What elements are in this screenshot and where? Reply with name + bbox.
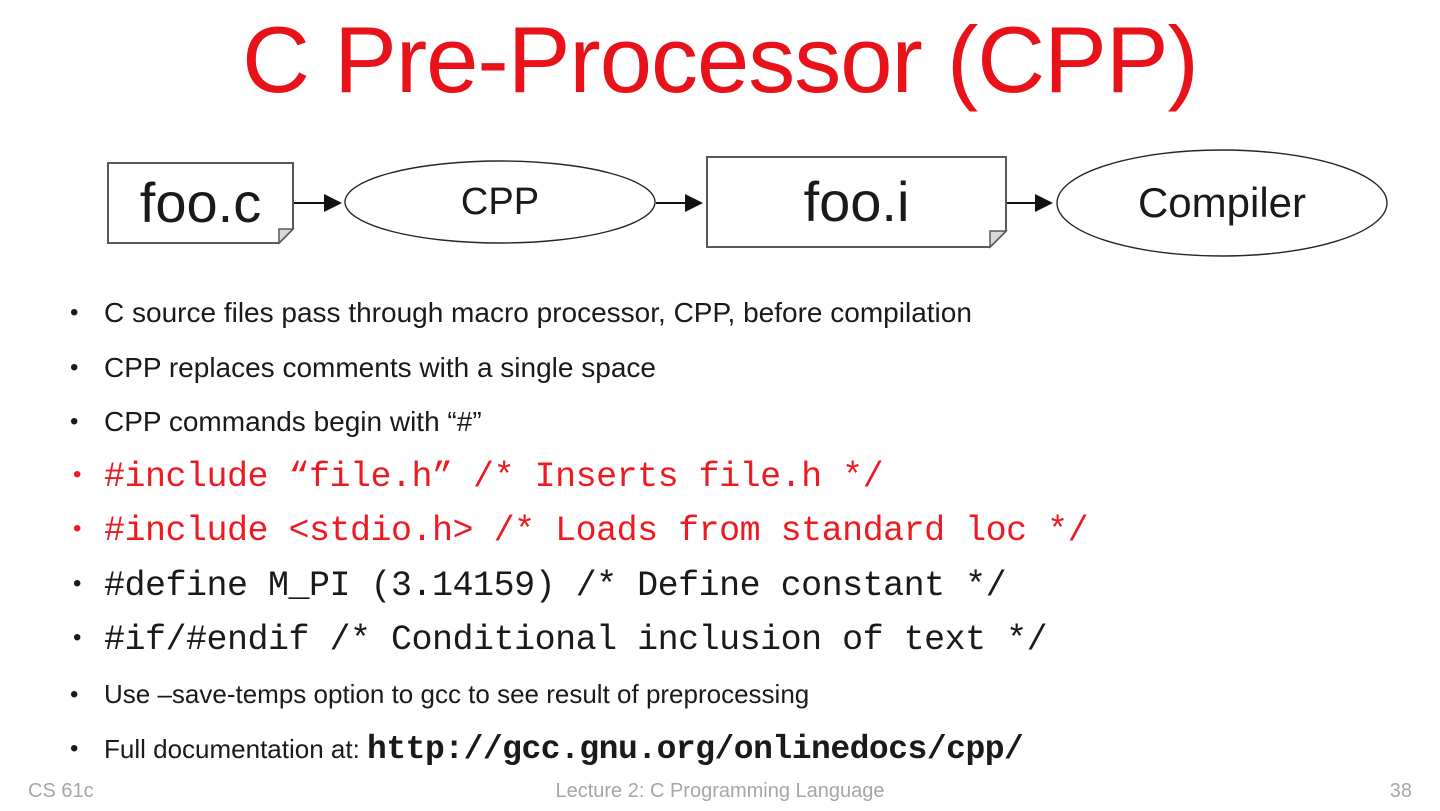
bullet-code-text: #include “file.h” /* Inserts file.h */ <box>104 456 884 497</box>
bullet-item: • Use –save-temps option to gcc to see r… <box>70 668 1420 723</box>
footer-page-number: 38 <box>1389 780 1412 802</box>
bullet-item-code: • #include <stdio.h> /* Loads from stand… <box>70 504 1420 559</box>
ellipse-shape-compiler <box>1056 149 1388 257</box>
diagram-node-cpp: CPP <box>460 180 540 223</box>
slide-title: C Pre-Processor (CPP) <box>242 7 1199 112</box>
bullet-code-text: #define M_PI (3.14159) /* Define constan… <box>104 565 1007 606</box>
bullet-icon: • <box>70 626 84 654</box>
bullet-code-text: #include <stdio.h> /* Loads from standar… <box>104 511 1089 552</box>
bullet-icon: • <box>70 299 79 327</box>
bullet-icon: • <box>70 353 79 381</box>
bullet-code-text: #if/#endif /* Conditional inclusion of t… <box>104 620 1048 661</box>
bullet-icon: • <box>70 408 79 436</box>
footer-lecture: Lecture 2: C Programming Language <box>555 780 885 802</box>
bullet-list: • C source files pass through macro proc… <box>70 286 1420 777</box>
ellipse-shape-cpp <box>344 160 656 244</box>
bullet-item-code: • #if/#endif /* Conditional inclusion of… <box>70 613 1420 668</box>
bullet-text-prefix: Full documentation at: <box>104 733 368 764</box>
bullet-icon: • <box>70 517 84 545</box>
bullet-text-mixed: Full documentation at: http://gcc.gnu.or… <box>104 730 1024 768</box>
bullet-item: • CPP commands begin with “#” <box>70 395 1420 450</box>
document-shape-fooc <box>107 162 295 245</box>
bullet-icon: • <box>70 571 84 599</box>
bullet-icon: • <box>70 680 79 708</box>
bullet-text: CPP commands begin with “#” <box>104 406 482 438</box>
bullet-text: Use –save-temps option to gcc to see res… <box>104 679 810 710</box>
bullet-item: • C source files pass through macro proc… <box>70 286 1420 341</box>
bullet-item: • CPP replaces comments with a single sp… <box>70 341 1420 396</box>
bullet-text: CPP replaces comments with a single spac… <box>104 351 656 383</box>
bullet-item-code: • #include “file.h” /* Inserts file.h */ <box>70 450 1420 505</box>
diagram-node-fooc: foo.c <box>139 170 262 234</box>
bullet-icon: • <box>70 735 79 763</box>
bullet-item: • Full documentation at: http://gcc.gnu.… <box>70 722 1420 777</box>
diagram-node-compiler: Compiler <box>1137 178 1307 226</box>
pipeline-diagram: foo.c CPP foo.i Compiler <box>0 0 1440 280</box>
diagram-node-fooi: foo.i <box>803 169 910 233</box>
footer-course: CS 61c <box>28 780 94 802</box>
documentation-url: http://gcc.gnu.org/onlinedocs/cpp/ <box>367 730 1024 768</box>
bullet-item-code: • #define M_PI (3.14159) /* Define const… <box>70 559 1420 614</box>
document-shape-fooi <box>706 156 1008 249</box>
pipeline-shapes <box>107 149 1388 257</box>
bullet-text: C source files pass through macro proces… <box>104 297 972 329</box>
bullet-icon: • <box>70 462 84 490</box>
